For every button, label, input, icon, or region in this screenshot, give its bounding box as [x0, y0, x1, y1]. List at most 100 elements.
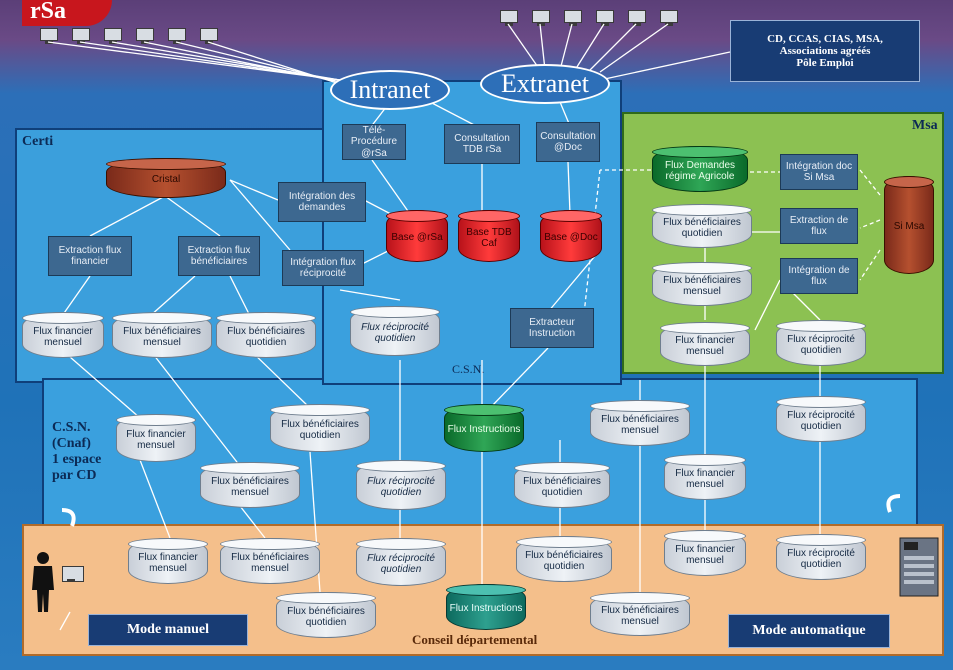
base-tdb-db: Base TDB Caf	[458, 210, 520, 262]
curved-arrow-icon	[61, 508, 76, 527]
msa-label: Msa	[912, 118, 938, 133]
certi-flux-financier-label: Flux financier mensuel	[33, 325, 93, 349]
csn-side-line-4: par CD	[52, 468, 97, 484]
csn-flux-reciprocite-label: Flux réciprocité quotidien	[367, 475, 435, 499]
csn-flux-financier-2: Flux financier mensuel	[664, 454, 746, 500]
cristal-label: Cristal	[151, 174, 181, 186]
cd-flux-instructions: Flux Instructions	[446, 584, 526, 630]
csn-flux-benef-quotidien-2: Flux bénéficiaires quotidien	[514, 462, 610, 508]
csn-flux-reciprocite-2-label: Flux réciprocité quotidien	[787, 409, 855, 433]
certi-label: Certi	[22, 134, 54, 149]
cd-label: Conseil départemental	[412, 632, 538, 647]
cd-flux-benef-quotidien-2-label: Flux bénéficiaires quotidien	[525, 549, 603, 573]
cd-flux-benef-quotidien: Flux bénéficiaires quotidien	[276, 592, 376, 638]
msa-flux-benef-quotidien-label: Flux bénéficiaires quotidien	[663, 216, 741, 240]
logo-text: rSa	[30, 0, 66, 24]
cd-flux-financier-2: Flux financier mensuel	[664, 530, 746, 576]
certi-flux-benef-mensuel: Flux bénéficiaires mensuel	[112, 312, 212, 358]
consultation-tdb-box: Consultation TDB rSa	[444, 124, 520, 164]
base-rsa-label: Base @rSa	[391, 232, 443, 244]
msa-flux-demandes: Flux Demandes régime Agricole	[652, 146, 748, 192]
consultation-doc-box: Consultation @Doc	[536, 122, 600, 162]
integration-demandes-box: Intégration des demandes	[278, 182, 366, 222]
certi-flux-benef-mensuel-label: Flux bénéficiaires mensuel	[123, 325, 201, 349]
integration-flux-box: Intégration de flux	[780, 258, 858, 294]
integration-reciprocite-box: Intégration flux réciprocité	[282, 250, 364, 286]
msa-flux-benef-quotidien: Flux bénéficiaires quotidien	[652, 204, 752, 248]
workstation-icon	[660, 10, 678, 26]
csn-side-line-1: C.S.N.	[52, 420, 91, 435]
extracteur-box: Extracteur Instruction	[510, 308, 594, 348]
msa-flux-demandes-label: Flux Demandes régime Agricole	[664, 159, 736, 183]
center-flux-reciprocite: Flux réciprocité quotidien	[350, 306, 440, 356]
csn-flux-financier-2-label: Flux financier mensuel	[675, 467, 735, 491]
csn-side-line-3: 1 espace	[52, 452, 102, 468]
csn-flux-reciprocite: Flux réciprocité quotidien	[356, 460, 446, 510]
workstation-icon	[596, 10, 614, 26]
partners-line-1: CD, CCAS, CIAS, MSA,	[767, 33, 883, 45]
mode-automatic-label: Mode automatique	[728, 614, 890, 648]
csn-flux-financier: Flux financier mensuel	[116, 414, 196, 462]
cd-flux-reciprocite-2-label: Flux réciprocité quotidien	[787, 547, 855, 571]
extraction-financier-box: Extraction flux financier	[48, 236, 132, 276]
csn-top-label: C.S.N.	[452, 362, 485, 376]
csn-side-line-2: (Cnaf)	[52, 436, 91, 452]
mode-manual-label: Mode manuel	[88, 614, 248, 646]
base-rsa-db: Base @rSa	[386, 210, 448, 262]
csn-flux-financier-label: Flux financier mensuel	[126, 428, 186, 452]
csn-flux-benef-mensuel-2: Flux bénéficiaires mensuel	[590, 400, 690, 446]
csn-flux-benef-mensuel: Flux bénéficiaires mensuel	[200, 462, 300, 508]
extraction-flux-box: Extraction de flux	[780, 208, 858, 244]
server-icon	[899, 537, 939, 597]
certi-flux-financier: Flux financier mensuel	[22, 312, 104, 358]
curved-arrow-icon	[886, 494, 901, 513]
cd-flux-benef-mensuel-label: Flux bénéficiaires mensuel	[231, 551, 309, 575]
csn-flux-instructions-label: Flux Instructions	[447, 424, 521, 436]
base-doc-label: Base @Doc	[544, 232, 598, 244]
csn-flux-benef-quotidien-2-label: Flux bénéficiaires quotidien	[523, 475, 601, 499]
cd-flux-reciprocite-label: Flux réciprocité quotidien	[367, 552, 435, 576]
cd-flux-benef-mensuel-2-label: Flux bénéficiaires mensuel	[601, 604, 679, 628]
tele-procedure-box: Télé-Procédure @rSa	[342, 124, 406, 160]
person-icon	[32, 552, 54, 612]
cd-flux-reciprocite: Flux réciprocité quotidien	[356, 538, 446, 586]
partners-line-3: Pôle Emploi	[796, 57, 854, 69]
msa-flux-reciprocite: Flux réciprocité quotidien	[776, 320, 866, 366]
msa-flux-financier-label: Flux financier mensuel	[675, 334, 735, 358]
certi-flux-benef-quotidien: Flux bénéficiaires quotidien	[216, 312, 316, 358]
csn-flux-instructions: Flux Instructions	[444, 404, 524, 452]
csn-side-label: C.S.N. (Cnaf) 1 espace par CD	[52, 420, 101, 484]
workstation-icon	[532, 10, 550, 26]
cd-flux-financier: Flux financier mensuel	[128, 538, 208, 584]
msa-flux-reciprocite-label: Flux réciprocité quotidien	[787, 333, 855, 357]
si-msa-label: Si Msa	[893, 221, 925, 233]
csn-flux-reciprocite-2: Flux réciprocité quotidien	[776, 396, 866, 442]
msa-flux-benef-mensuel-label: Flux bénéficiaires mensuel	[663, 274, 741, 298]
center-flux-reciprocite-label: Flux réciprocité quotidien	[361, 321, 429, 345]
cd-flux-benef-mensuel: Flux bénéficiaires mensuel	[220, 538, 320, 584]
integration-doc-box: Intégration doc Si Msa	[780, 154, 858, 190]
extranet-node: Extranet	[480, 64, 610, 104]
cd-flux-benef-quotidien-label: Flux bénéficiaires quotidien	[287, 605, 365, 629]
partners-line-2: Associations agréés	[779, 45, 871, 57]
cd-flux-instructions-label: Flux Instructions	[449, 603, 523, 615]
msa-flux-financier: Flux financier mensuel	[660, 322, 750, 366]
base-tdb-label: Base TDB Caf	[466, 226, 512, 250]
cd-flux-reciprocite-2: Flux réciprocité quotidien	[776, 534, 866, 580]
workstation-icon	[136, 28, 154, 44]
csn-flux-benef-mensuel-label: Flux bénéficiaires mensuel	[211, 475, 289, 499]
csn-flux-benef-mensuel-2-label: Flux bénéficiaires mensuel	[601, 413, 679, 437]
rsa-logo: rSa	[22, 0, 112, 26]
workstation-icon	[628, 10, 646, 26]
workstation-icon	[62, 566, 84, 582]
cd-flux-benef-quotidien-2: Flux bénéficiaires quotidien	[516, 536, 612, 582]
intranet-node: Intranet	[330, 70, 450, 110]
extraction-beneficiaires-box: Extraction flux bénéficiaires	[178, 236, 260, 276]
partners-box: CD, CCAS, CIAS, MSA, Associations agréés…	[730, 20, 920, 82]
cd-flux-benef-mensuel-2: Flux bénéficiaires mensuel	[590, 592, 690, 636]
msa-flux-benef-mensuel: Flux bénéficiaires mensuel	[652, 262, 752, 306]
cd-flux-financier-2-label: Flux financier mensuel	[675, 543, 735, 567]
base-doc-db: Base @Doc	[540, 210, 602, 262]
cd-flux-financier-label: Flux financier mensuel	[138, 551, 198, 575]
workstation-icon	[564, 10, 582, 26]
